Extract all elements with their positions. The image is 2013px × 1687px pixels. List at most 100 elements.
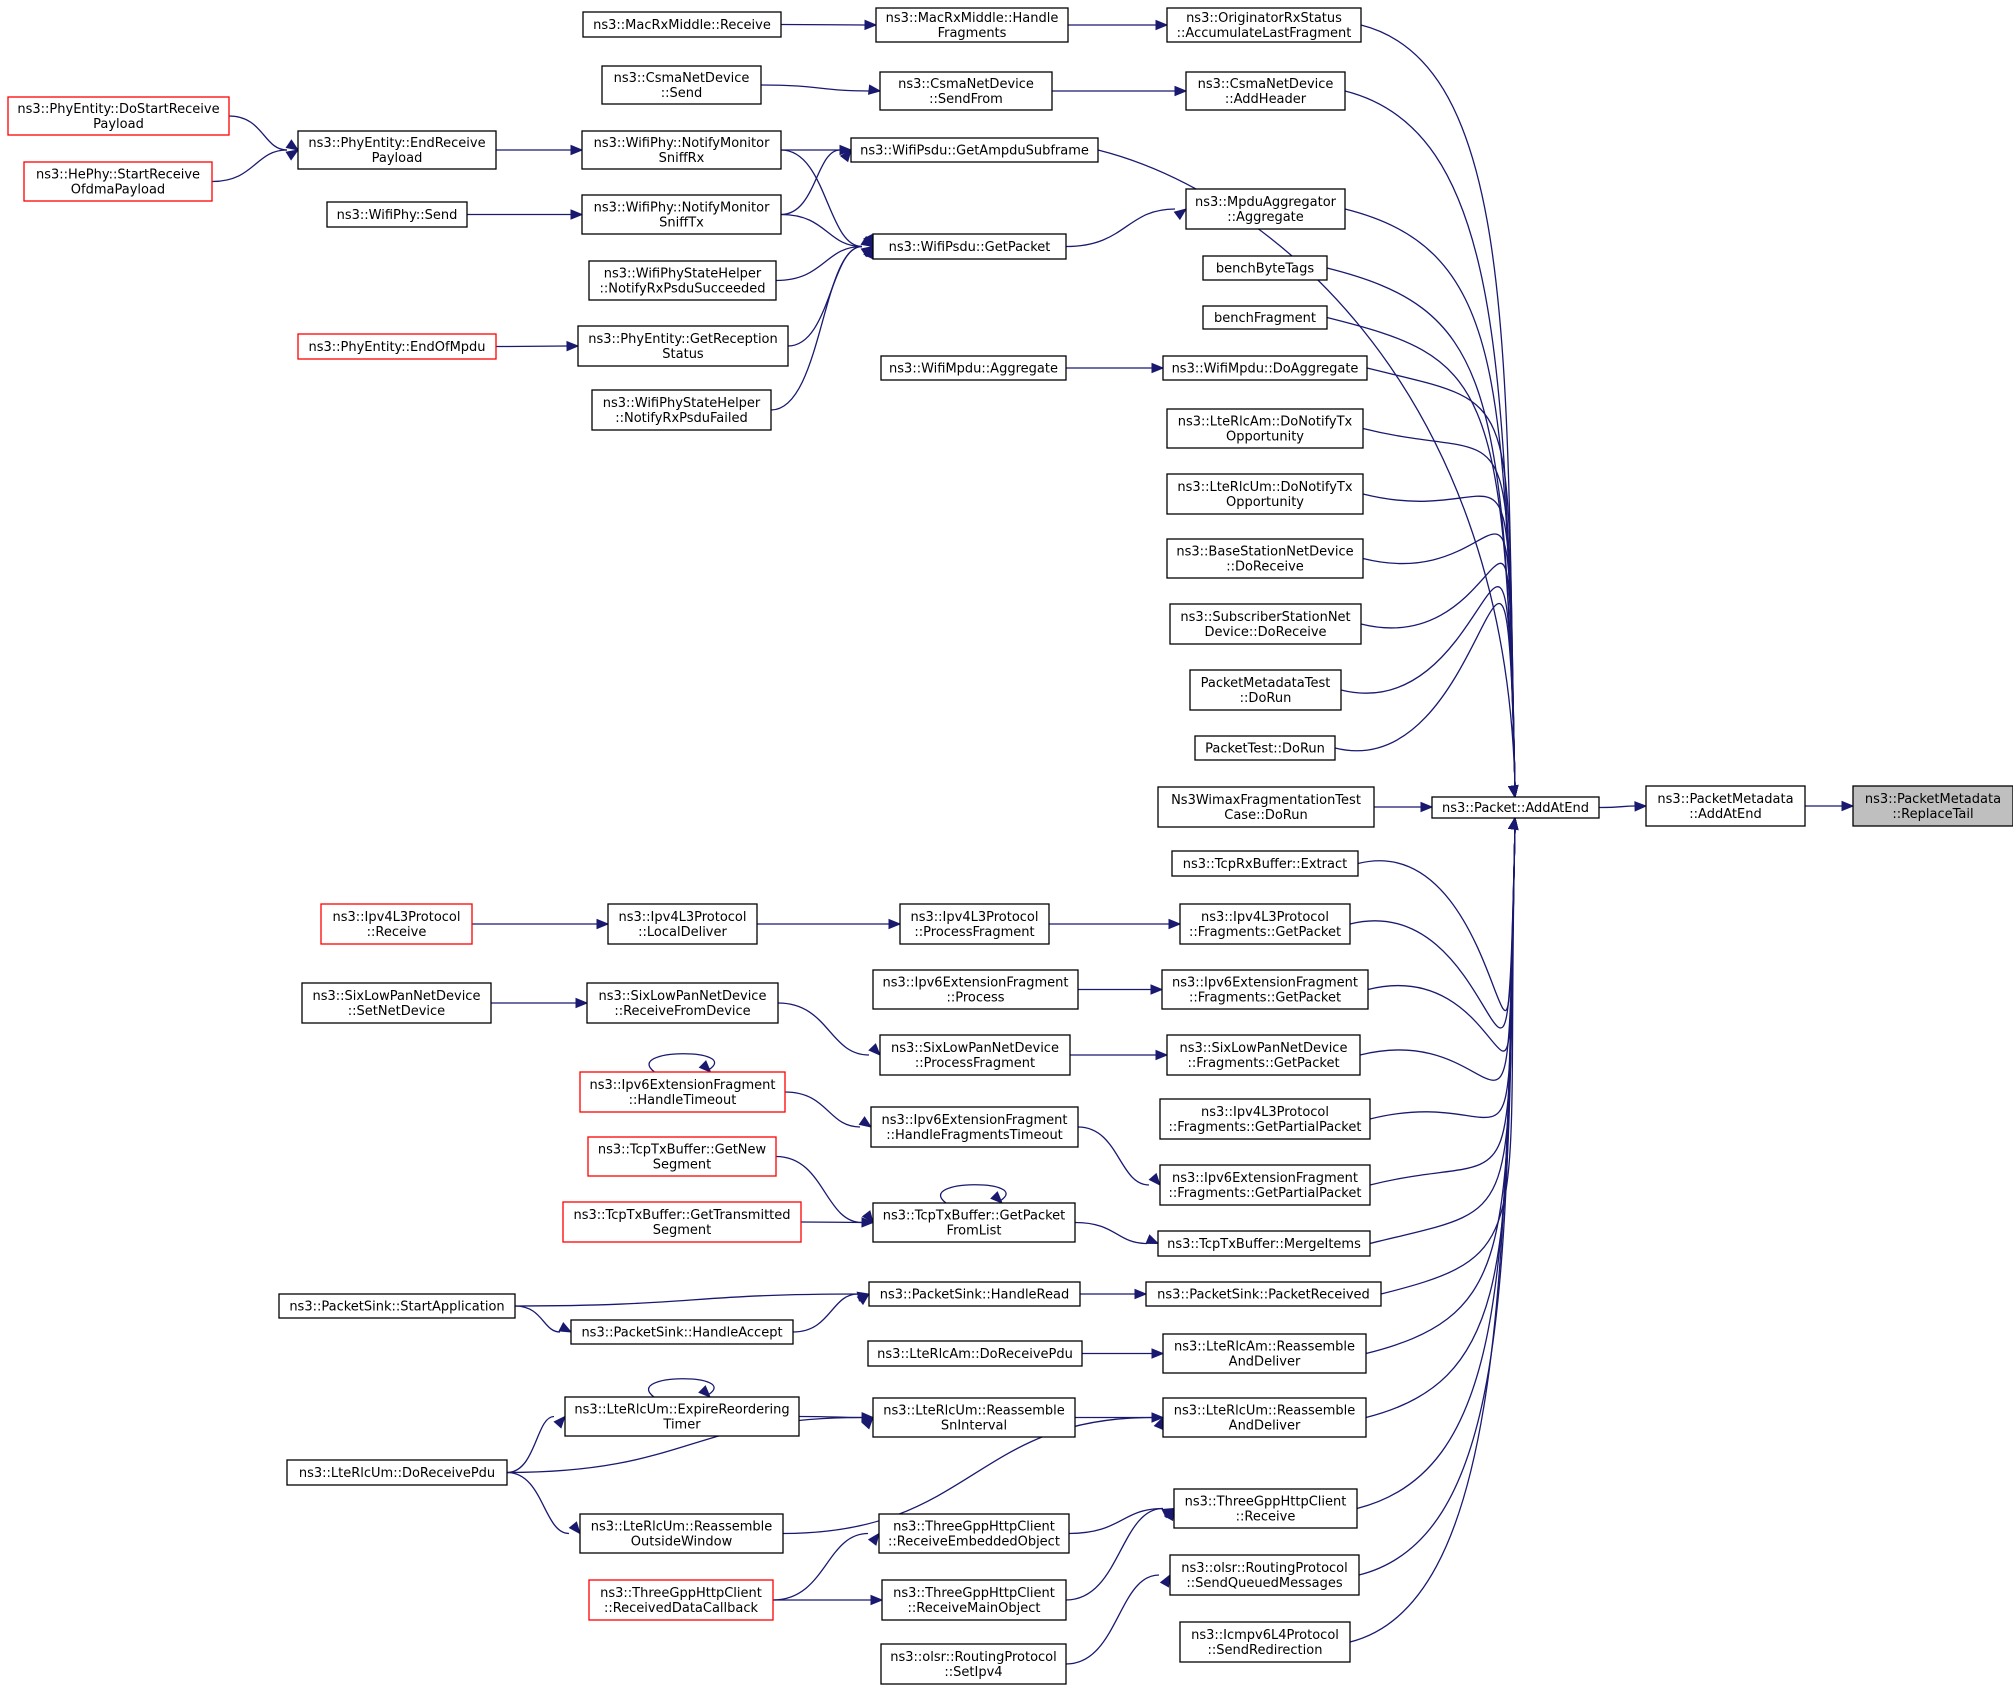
node-ltercam-doreceivepdu[interactable]: ns3::LteRlcAm::DoReceivePdu — [867, 1340, 1083, 1367]
node-ipv6frag-getpacket[interactable]: ns3::Ipv6ExtensionFragment::Fragments::G… — [1161, 969, 1369, 1010]
node-macrx-handlefrag[interactable]: ns3::MacRxMiddle::HandleFragments — [875, 7, 1069, 43]
node-sixlow-setnetdevice[interactable]: ns3::SixLowPanNetDevice::SetNetDevice — [301, 982, 492, 1024]
node-label: ns3::LteRlcUm::DoReceivePdu — [299, 1466, 495, 1481]
node-sink-handleread[interactable]: ns3::PacketSink::HandleRead — [868, 1281, 1081, 1307]
node-bs-doreceive[interactable]: ns3::BaseStationNetDevice::DoReceive — [1166, 538, 1364, 579]
node-http-recv-embedded[interactable]: ns3::ThreeGppHttpClient::ReceiveEmbedded… — [878, 1513, 1070, 1554]
node-orig-acc[interactable]: ns3::OriginatorRxStatus::AccumulateLastF… — [1166, 7, 1362, 43]
edge-line — [1356, 827, 1516, 1510]
node-wifimpdu-agg[interactable]: ns3::WifiMpdu::Aggregate — [880, 355, 1067, 381]
node-box — [1166, 538, 1364, 579]
edge-line — [772, 1532, 869, 1601]
node-label: PacketMetadataTest — [1201, 676, 1331, 691]
node-pm-addatend[interactable]: ns3::PacketMetadata::AddAtEnd — [1645, 785, 1806, 827]
node-http-receive[interactable]: ns3::ThreeGppHttpClient::Receive — [1173, 1488, 1358, 1529]
node-ipv4frag-partial[interactable]: ns3::Ipv4L3Protocol::Fragments::GetParti… — [1159, 1098, 1371, 1140]
node-label: Segment — [653, 1223, 712, 1238]
node-label: ::Aggregate — [1227, 210, 1304, 225]
node-label: PacketTest::DoRun — [1205, 742, 1325, 757]
node-benchfragment[interactable]: benchFragment — [1202, 305, 1328, 330]
node-sink-handleaccept[interactable]: ns3::PacketSink::HandleAccept — [570, 1319, 794, 1345]
node-wifipsdu-getpacket[interactable]: ns3::WifiPsdu::GetPacket — [872, 233, 1067, 260]
node-ipv4-receive[interactable]: ns3::Ipv4L3Protocol::Receive — [320, 903, 473, 945]
node-wifiphy-send[interactable]: ns3::WifiPhy::Send — [326, 201, 468, 228]
node-replacetail[interactable]: ns3::PacketMetadata::ReplaceTail — [1852, 785, 2013, 827]
node-ipv4-processfrag[interactable]: ns3::Ipv4L3Protocol::ProcessFragment — [899, 903, 1050, 945]
node-label: ns3::olsr::RoutingProtocol — [890, 1650, 1057, 1665]
node-label: ns3::MpduAggregator — [1195, 195, 1337, 210]
node-csma-sendfrom[interactable]: ns3::CsmaNetDevice::SendFrom — [879, 71, 1053, 111]
node-csma-addheader[interactable]: ns3::CsmaNetDevice::AddHeader — [1185, 71, 1346, 111]
node-sixlow-getpacket[interactable]: ns3::SixLowPanNetDevice::Fragments::GetP… — [1166, 1034, 1361, 1076]
edge-sink-startapp-to-sink-handleread — [514, 1291, 871, 1307]
node-label: ::ProcessFragment — [914, 925, 1034, 940]
node-olsr-setipv4[interactable]: ns3::olsr::RoutingProtocol::SetIpv4 — [880, 1643, 1067, 1685]
node-ss-doreceive[interactable]: ns3::SubscriberStationNetDevice::DoRecei… — [1169, 603, 1362, 645]
node-sink-startapp[interactable]: ns3::PacketSink::StartApplication — [278, 1293, 516, 1319]
node-label: SnInterval — [941, 1419, 1007, 1434]
node-http-recvdatacb[interactable]: ns3::ThreeGppHttpClient::ReceivedDataCal… — [588, 1579, 774, 1621]
node-ipv6frag-process[interactable]: ns3::Ipv6ExtensionFragment::Process — [872, 969, 1079, 1010]
node-wps-rxsucceeded[interactable]: ns3::WifiPhyStateHelper::NotifyRxPsduSuc… — [588, 260, 777, 301]
node-csma-send[interactable]: ns3::CsmaNetDevice::Send — [601, 65, 762, 105]
node-tcprx-extract[interactable]: ns3::TcpRxBuffer::Extract — [1171, 850, 1359, 877]
edge-ltercum-donotify-to-pkt-addatend — [1362, 493, 1519, 799]
node-box — [577, 325, 789, 367]
edge-arrowhead — [861, 1217, 875, 1228]
node-icmpv6-sendredirect[interactable]: ns3::Icmpv6L4Protocol::SendRedirection — [1179, 1621, 1351, 1663]
edge-arrowhead — [1155, 1049, 1169, 1061]
node-ipv6frag-partial[interactable]: ns3::Ipv6ExtensionFragment::Fragments::G… — [1159, 1164, 1371, 1206]
node-macrx-receive[interactable]: ns3::MacRxMiddle::Receive — [582, 11, 782, 38]
node-ipv4frag-getpacket[interactable]: ns3::Ipv4L3Protocol::Fragments::GetPacke… — [1179, 903, 1351, 945]
node-wps-rxfailed[interactable]: ns3::WifiPhyStateHelper::NotifyRxPsduFai… — [591, 389, 772, 431]
node-benchbytetags[interactable]: benchByteTags — [1202, 255, 1328, 281]
edge-arrowhead — [1174, 85, 1188, 97]
edge-bs-doreceive-to-pkt-addatend — [1362, 533, 1519, 799]
node-label: ns3::MacRxMiddle::Receive — [593, 18, 771, 33]
node-sixlow-processfrag[interactable]: ns3::SixLowPanNetDevice::ProcessFragment — [879, 1034, 1071, 1076]
node-ipv6frag-handlefragtimeout[interactable]: ns3::Ipv6ExtensionFragment::HandleFragme… — [870, 1106, 1079, 1148]
node-wifimpdu-doagg[interactable]: ns3::WifiMpdu::DoAggregate — [1162, 355, 1368, 381]
node-pmtest-dorun[interactable]: PacketMetadataTest::DoRun — [1189, 669, 1342, 711]
node-mpduagg-agg[interactable]: ns3::MpduAggregator::Aggregate — [1185, 188, 1346, 230]
node-label: ns3::LteRlcUm::Reassemble — [591, 1520, 773, 1535]
node-ipv4-localdeliver[interactable]: ns3::Ipv4L3Protocol::LocalDeliver — [607, 903, 758, 945]
edge-ipv6frag-process-to-ipv6frag-getpacket — [1078, 984, 1164, 995]
node-phyentity-endofmpdu[interactable]: ns3::PhyEntity::EndOfMpdu — [297, 333, 497, 360]
node-packettest-dorun[interactable]: PacketTest::DoRun — [1194, 735, 1336, 761]
node-ipv6frag-handletimeout[interactable]: ns3::Ipv6ExtensionFragment::HandleTimeou… — [579, 1071, 786, 1113]
node-wifipsdu-ampdu[interactable]: ns3::WifiPsdu::GetAmpduSubframe — [850, 137, 1099, 163]
node-box — [607, 903, 758, 945]
node-box — [1159, 1098, 1371, 1140]
node-http-recv-main[interactable]: ns3::ThreeGppHttpClient::ReceiveMainObje… — [881, 1579, 1067, 1621]
edge-sixlow-processfrag-to-sixlow-getpacket — [1069, 1049, 1169, 1061]
edge-ltercum-doreceivepdu-to-ltercum-expirereorder — [506, 1415, 566, 1474]
node-pkt-addatend[interactable]: ns3::Packet::AddAtEnd — [1431, 796, 1600, 819]
node-tcptx-mergeitems[interactable]: ns3::TcpTxBuffer::MergeItems — [1157, 1230, 1371, 1257]
node-label: ::NotifyRxPsduFailed — [615, 411, 748, 426]
node-ltercum-doreceivepdu[interactable]: ns3::LteRlcUm::DoReceivePdu — [286, 1459, 508, 1486]
node-box — [570, 1319, 794, 1345]
node-sixlow-receivefromdevice[interactable]: ns3::SixLowPanNetDevice::ReceiveFromDevi… — [586, 982, 779, 1024]
node-olsr-sendqueued[interactable]: ns3::olsr::RoutingProtocol::SendQueuedMe… — [1169, 1554, 1360, 1596]
node-sink-packetreceived[interactable]: ns3::PacketSink::PacketReceived — [1145, 1281, 1382, 1307]
node-label: ns3::LteRlcAm::Reassemble — [1174, 1340, 1355, 1355]
node-box — [1166, 408, 1364, 449]
